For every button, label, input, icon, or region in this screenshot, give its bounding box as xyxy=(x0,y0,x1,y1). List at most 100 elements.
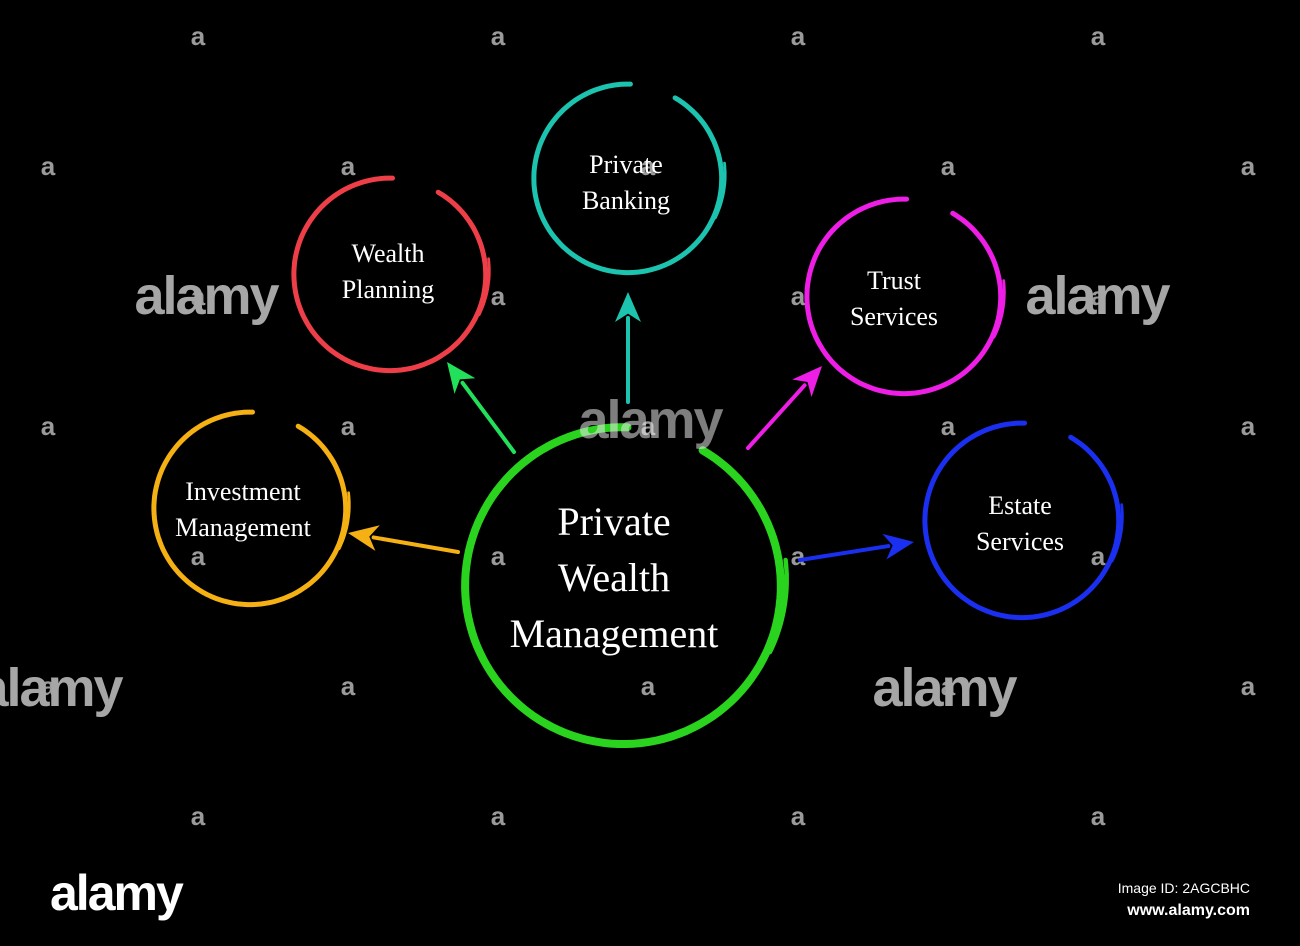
node-label-investment-management-line: Investment xyxy=(185,477,301,506)
watermark-brand: alamy xyxy=(0,658,124,718)
arrow-head xyxy=(615,292,641,322)
watermark-mark: a xyxy=(791,801,806,831)
ring-tail xyxy=(713,161,727,220)
watermark-mark: a xyxy=(641,151,656,181)
ring-stroke xyxy=(922,420,1122,621)
ring-tail xyxy=(767,557,789,655)
ring-tail xyxy=(477,257,491,317)
watermark-mark: a xyxy=(491,801,506,831)
watermark-mark: a xyxy=(1091,801,1106,831)
node-ring xyxy=(461,423,789,748)
arrow-shaft xyxy=(371,535,460,554)
site-url-text: www.alamy.com xyxy=(1127,902,1250,919)
watermark-mark: a xyxy=(191,801,206,831)
node-ring xyxy=(531,81,727,276)
center-label-line: Wealth xyxy=(558,555,670,600)
watermark-mark: a xyxy=(491,281,506,311)
watermark-brand: alamy xyxy=(134,266,279,326)
arrow-head xyxy=(792,366,822,397)
node-label-investment-management-line: Management xyxy=(175,513,312,542)
node-label-trust-services-line: Trust xyxy=(867,266,922,295)
watermark-mark: a xyxy=(191,21,206,51)
watermark-mark: a xyxy=(791,21,806,51)
watermark-mark: a xyxy=(641,671,656,701)
watermark-mark: a xyxy=(941,151,956,181)
watermark-mark: a xyxy=(791,281,806,311)
watermark-brand: alamy xyxy=(1025,266,1170,326)
watermark-mark: a xyxy=(491,541,506,571)
center-label-line: Private xyxy=(557,499,670,544)
arrow-layer xyxy=(348,292,914,562)
watermark-mark: a xyxy=(341,151,356,181)
arrow-to-investment-management xyxy=(348,525,460,554)
ring-stroke xyxy=(804,196,1004,397)
ring-stroke xyxy=(291,175,489,374)
watermark-mark: a xyxy=(41,671,56,701)
arrow-shaft xyxy=(746,383,807,450)
ring-tail xyxy=(992,279,1006,339)
watermark-mark: a xyxy=(491,21,506,51)
watermark-mark: a xyxy=(1091,281,1106,311)
arrow-head xyxy=(348,525,380,551)
watermark-mark: a xyxy=(1091,21,1106,51)
watermark-mark: a xyxy=(1241,411,1256,441)
ring-tail xyxy=(337,491,351,551)
arrow-to-wealth-planning xyxy=(447,362,516,454)
node-ring xyxy=(151,409,351,608)
watermark-mark: a xyxy=(641,411,656,441)
watermark-mark: a xyxy=(791,541,806,571)
ring-stroke xyxy=(151,409,349,608)
image-id-text: Image ID: 2AGCBHC xyxy=(1117,880,1250,896)
watermark-brand: alamy xyxy=(872,658,1017,718)
arrow-shaft xyxy=(460,380,516,454)
watermark-mark: a xyxy=(941,671,956,701)
node-label-estate-services-line: Estate xyxy=(988,491,1052,520)
node-label-trust-services-line: Services xyxy=(850,302,938,331)
node-ring xyxy=(922,420,1124,621)
watermark-mark: a xyxy=(41,411,56,441)
watermark-mark: a xyxy=(41,151,56,181)
arrow-shaft xyxy=(798,544,891,562)
watermark-mark: a xyxy=(1241,671,1256,701)
arrow-to-estate-services xyxy=(798,533,914,562)
watermark-mark: a xyxy=(941,411,956,441)
node-label-estate-services-line: Services xyxy=(976,527,1064,556)
node-label-private-banking-line: Banking xyxy=(582,186,670,215)
watermark-mark: a xyxy=(1241,151,1256,181)
arrow-to-trust-services xyxy=(746,366,822,450)
ring-stroke xyxy=(531,81,725,276)
arrow-to-private-banking xyxy=(615,292,641,404)
watermark-mark: a xyxy=(1091,541,1106,571)
watermark-mark: a xyxy=(341,671,356,701)
node-label-wealth-planning-line: Wealth xyxy=(352,239,425,268)
arrow-head xyxy=(882,533,914,560)
watermark-logo: alamy xyxy=(50,865,184,921)
node-ring xyxy=(291,175,491,374)
watermark-mark: a xyxy=(341,411,356,441)
ring-stroke xyxy=(461,423,785,748)
ring-tail xyxy=(1110,503,1124,563)
node-label-private-banking-line: Private xyxy=(589,150,663,179)
node-ring xyxy=(804,196,1006,397)
watermark-mark: a xyxy=(191,281,206,311)
arrow-head xyxy=(447,362,476,394)
watermark-brand: alamy xyxy=(578,390,723,450)
watermark-mark: a xyxy=(191,541,206,571)
center-label-line: Management xyxy=(510,611,719,656)
